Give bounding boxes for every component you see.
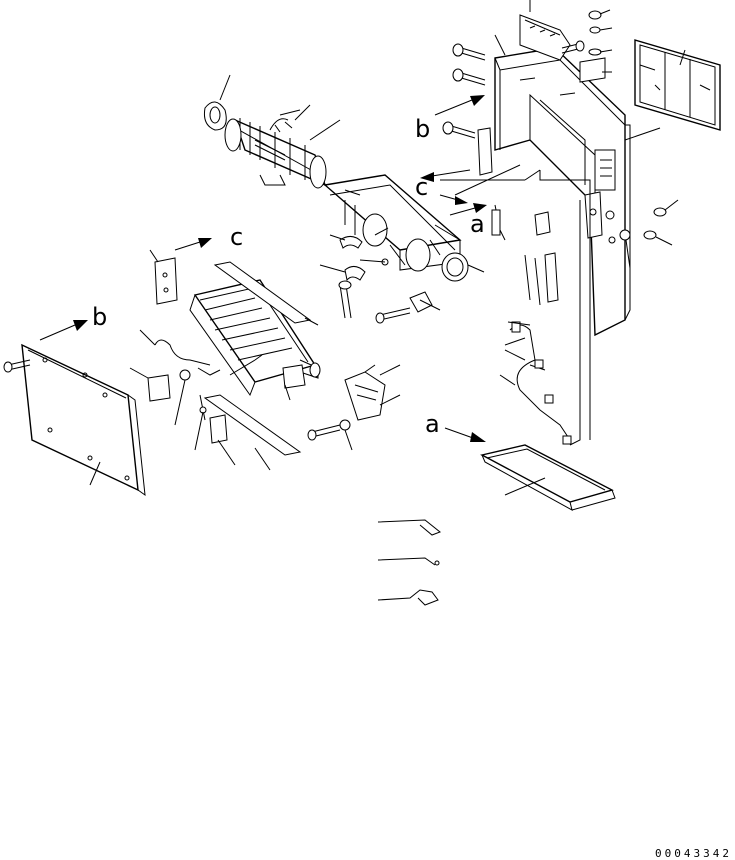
drain-tray [480, 444, 616, 511]
blower-motor [224, 118, 327, 189]
sensor-parts [147, 339, 263, 444]
ref-arrow-a-bottom [444, 427, 486, 442]
ref-arrow-c-top [420, 169, 471, 182]
ref-arrow-a-mid [449, 203, 487, 216]
seal-strip-bottom [203, 394, 302, 456]
ref-label-a-bottom: a [425, 410, 440, 438]
side-panel [21, 343, 146, 497]
small-clip-2 [377, 557, 440, 566]
ref-arrow-b-left [39, 320, 88, 341]
panel-bolt [3, 359, 31, 373]
small-clip-1 [377, 519, 441, 536]
core-bracket [154, 257, 178, 305]
ref-arrow-c-mid [174, 238, 212, 251]
washers [619, 207, 667, 241]
actuator [307, 364, 386, 441]
ref-label-b-left: b [92, 303, 107, 331]
ref-label-c-mid: c [230, 223, 243, 251]
ref-label-a-mid: a [470, 210, 485, 238]
duct [323, 174, 469, 282]
drawing-number: 00043342 [655, 847, 732, 860]
duct-bolts [338, 280, 433, 324]
leader-lines [440, 164, 591, 446]
side-bracket [477, 127, 603, 239]
small-clip-3 [377, 589, 439, 606]
ref-arrow-b-top [434, 95, 485, 116]
seal-strip-top [213, 261, 312, 324]
valve-bracket [282, 364, 306, 389]
nuts-stack [579, 10, 606, 83]
ref-label-c-top: c [415, 173, 428, 201]
ref-label-b-top: b [415, 115, 430, 143]
case-bolts [442, 40, 585, 139]
callout-lines [89, 0, 686, 496]
blower-ring [204, 101, 227, 131]
air-filter [634, 39, 721, 131]
ref-arrow-c-small [439, 194, 468, 205]
wiring-harness [491, 204, 572, 445]
duct-clamps [339, 236, 389, 282]
blower-clip [269, 109, 301, 133]
heater-case [494, 47, 631, 337]
